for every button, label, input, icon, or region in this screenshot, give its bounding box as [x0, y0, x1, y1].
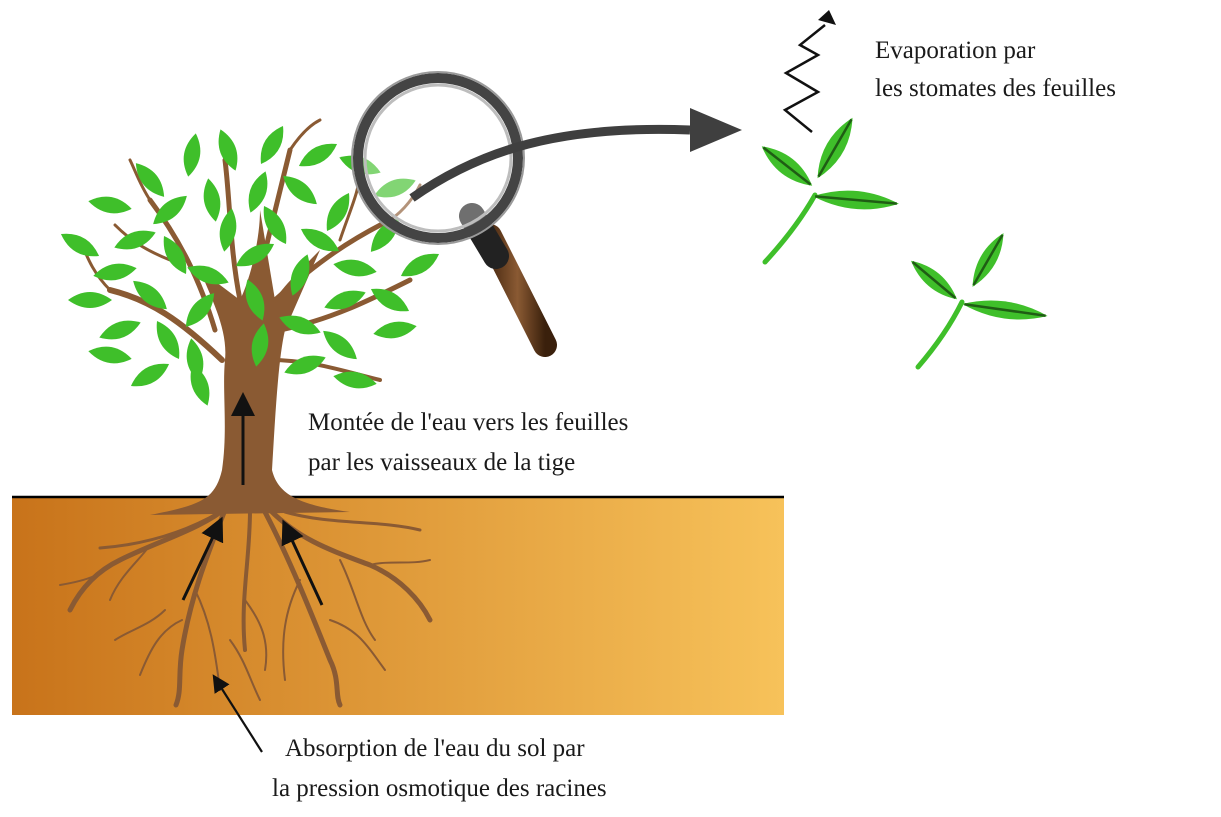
leaf	[756, 139, 818, 193]
leaf	[216, 207, 239, 253]
magnifying-glass-icon	[352, 72, 545, 345]
evaporation-label-line1: Evaporation par	[875, 37, 1036, 64]
soil	[12, 497, 784, 715]
leaf	[966, 229, 1011, 291]
leaf	[92, 260, 138, 283]
leaf	[87, 193, 133, 216]
leaf	[254, 122, 290, 168]
leaf	[318, 325, 362, 366]
leaf	[397, 247, 443, 283]
leaf	[812, 187, 899, 212]
leaf	[127, 357, 173, 393]
leaf	[57, 227, 103, 263]
leaf	[810, 113, 861, 183]
leaf	[961, 296, 1049, 325]
leaf	[87, 343, 133, 366]
leaf	[68, 292, 112, 308]
leaf	[372, 318, 418, 341]
rise-label-line1: Montée de l'eau vers les feuilles	[308, 409, 628, 436]
absorption-label-line2: la pression osmotique des racines	[272, 775, 607, 802]
leaf-sprig-icon	[906, 229, 1049, 367]
leaf	[906, 255, 962, 306]
zoom-arrowhead	[690, 108, 742, 152]
rise-label-line2: par les vaisseaux de la tige	[308, 449, 575, 476]
absorption-label-line1: Absorption de l'eau du sol par	[285, 735, 585, 762]
leaf	[130, 158, 171, 202]
leaf-sprig-icon	[756, 113, 899, 262]
leaf	[200, 177, 223, 223]
evaporation-label-line2: les stomates des feuilles	[875, 75, 1116, 102]
leaf	[97, 315, 144, 345]
leaf	[332, 256, 378, 279]
leaf	[180, 132, 203, 178]
leaf	[295, 137, 341, 173]
zigzag-evaporation-arrow-icon	[785, 10, 836, 132]
